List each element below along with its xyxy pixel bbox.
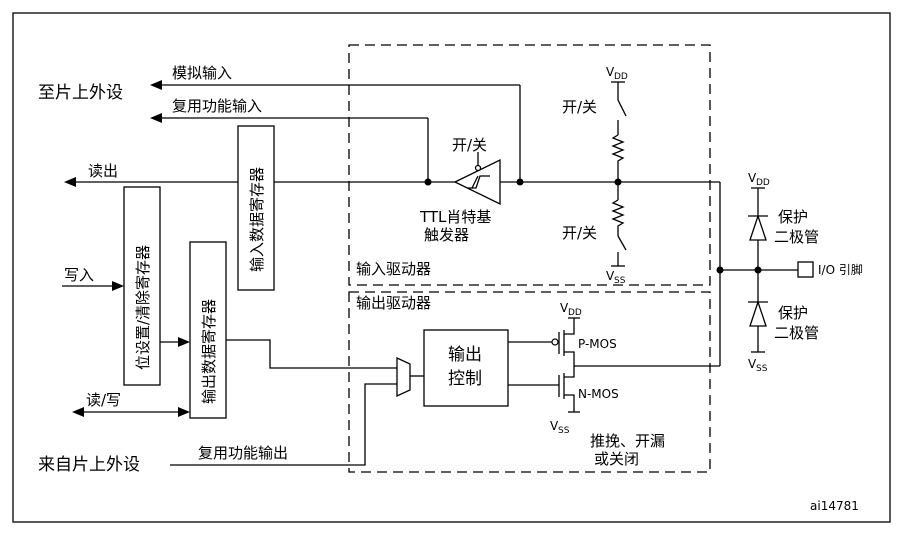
pullup-resistor [611,134,625,165]
svg-text:V: V [606,269,615,283]
nmos-label: N-MOS [578,387,619,401]
to-peripheral-label: 至片上外设 [38,83,123,103]
io-pin-pad [797,261,814,278]
pullup-switch [617,99,627,117]
svg-text:V: V [606,65,615,79]
bit-set-reset-register [123,186,161,386]
svg-text:V: V [550,419,559,433]
svg-text:V: V [748,357,757,371]
svg-text:SS: SS [756,364,768,374]
output-control-label-2: 控制 [448,369,482,389]
pulldown-switch-label: 开/关 [562,224,597,242]
io-pin-label: I/O 引脚 [818,262,863,277]
svg-text:V: V [748,171,757,185]
protect-lower-label-2: 二极管 [774,324,819,342]
protect-upper-label-2: 二极管 [774,228,819,246]
output-control [423,329,509,407]
mode-label-2: 或关闭 [594,450,639,468]
svg-text:V: V [560,301,569,315]
read-write-label: 读/写 [86,391,121,409]
lower-diode [749,299,767,327]
svg-text:SS: SS [558,426,570,436]
output-mux [396,356,411,398]
input-driver-label: 输入驱动器 [356,260,431,278]
read-out-arrow [64,177,76,187]
schmitt-label-2: 触发器 [424,226,469,244]
hysteresis-icon [468,175,490,189]
pulldown-switch [617,235,627,251]
pmos-label: P-MOS [578,337,617,351]
output-control-label-1: 输出 [448,345,482,365]
read-out-label: 读出 [88,162,118,180]
output-data-register [189,241,227,419]
svg-text:DD: DD [756,178,770,188]
analog-input-arrow [150,80,162,90]
alt-func-output-label: 复用功能输出 [198,444,288,462]
input-data-register [237,125,275,291]
pulldown-resistor [611,199,625,230]
upper-diode [749,213,767,241]
input-data-register-label: 输入数据寄存器 [248,167,266,272]
pullup-switch-label: 开/关 [562,98,597,116]
write-in-label: 写入 [64,266,94,284]
mode-label-1: 推挽、开漏 [590,432,665,450]
svg-text:DD: DD [568,308,582,318]
output-driver-label: 输出驱动器 [356,294,431,312]
schmitt-label-1: TTL肖特基 [419,208,491,226]
alt-input-arrow [150,113,162,123]
schmitt-switch-label: 开/关 [452,136,487,154]
alt-func-input-label: 复用功能输入 [172,97,262,115]
svg-text:DD: DD [614,72,628,82]
input-driver-box [348,44,711,286]
bit-set-reset-register-label: 位设置/清除寄存器 [134,245,152,370]
protect-upper-label-1: 保护 [778,208,808,226]
output-driver-box [348,291,711,473]
figure-id: ai14781 [810,499,859,513]
from-peripheral-label: 来自片上外设 [38,455,140,475]
svg-text:SS: SS [614,276,626,286]
protect-lower-label-1: 保护 [778,304,808,322]
output-data-register-label: 输出数据寄存器 [200,299,218,404]
analog-input-label: 模拟输入 [172,64,232,82]
outer-frame [12,12,891,523]
